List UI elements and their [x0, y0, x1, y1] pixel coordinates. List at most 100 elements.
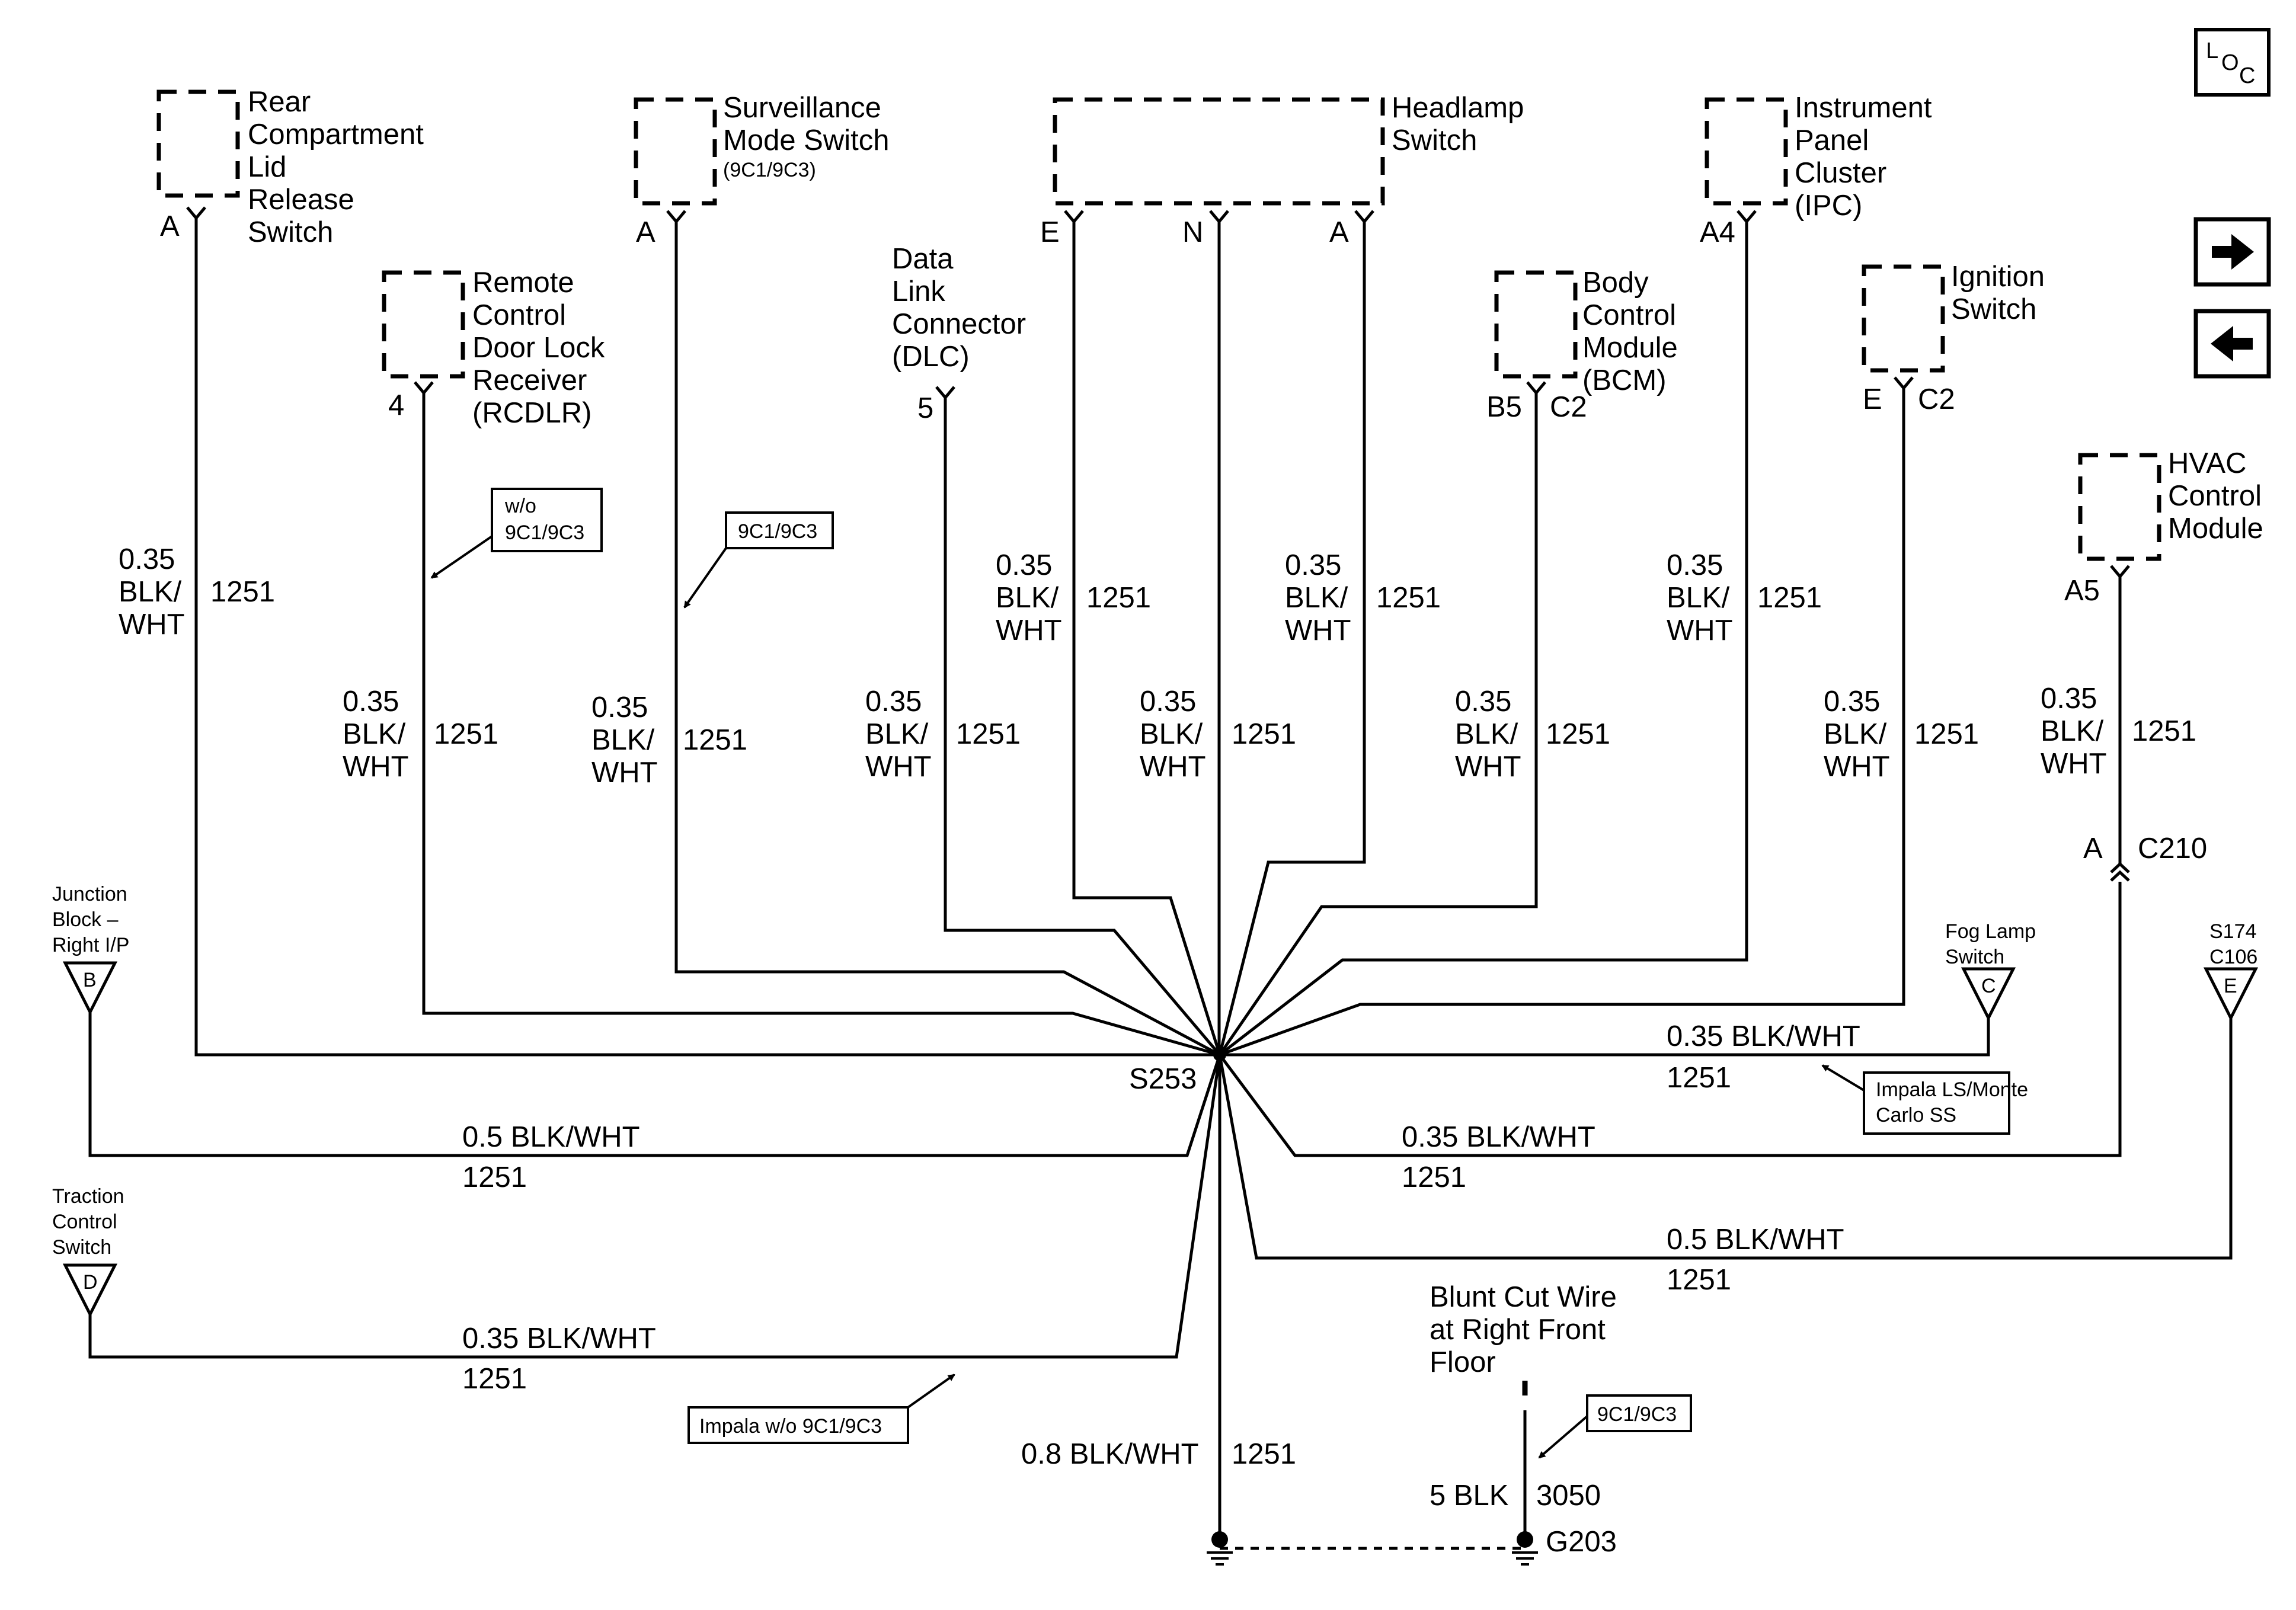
svg-text:Rear: Rear: [248, 86, 311, 118]
svg-text:Remote: Remote: [472, 267, 574, 299]
svg-text:1251: 1251: [683, 724, 747, 756]
svg-text:WHT: WHT: [591, 757, 658, 789]
pin-label: A5: [2064, 575, 2100, 607]
wire-label-ipc: 0.35 BLK/ WHT 1251: [1667, 549, 1822, 646]
connector-label: C2: [1918, 383, 1955, 415]
svg-text:1251: 1251: [434, 718, 498, 750]
svg-text:BLK/: BLK/: [591, 724, 655, 756]
svg-text:Data: Data: [892, 243, 954, 275]
svg-text:Release: Release: [248, 184, 354, 216]
svg-text:0.5 BLK/WHT: 0.5 BLK/WHT: [462, 1121, 640, 1153]
pin-label: E: [1863, 383, 1882, 415]
svg-text:B: B: [83, 969, 97, 991]
svg-text:3050: 3050: [1536, 1480, 1601, 1512]
svg-text:Floor: Floor: [1430, 1346, 1496, 1378]
svg-text:Right I/P: Right I/P: [52, 934, 129, 956]
svg-text:C106: C106: [2209, 946, 2257, 968]
svg-text:Switch: Switch: [1945, 946, 2004, 968]
svg-text:WHT: WHT: [119, 609, 185, 641]
svg-text:Surveillance: Surveillance: [723, 92, 881, 124]
svg-text:Connector: Connector: [892, 308, 1026, 340]
svg-text:9C1/9C3: 9C1/9C3: [505, 521, 584, 544]
svg-text:BLK/: BLK/: [343, 718, 406, 750]
svg-text:0.35 BLK/WHT: 0.35 BLK/WHT: [1667, 1020, 1860, 1052]
svg-text:WHT: WHT: [1824, 751, 1890, 783]
svg-text:(RCDLR): (RCDLR): [472, 397, 591, 429]
svg-text:Mode Switch: Mode Switch: [723, 124, 890, 156]
prev-page-button[interactable]: [2193, 309, 2271, 379]
arrow-left-icon: [2211, 326, 2253, 361]
headlamp-switch: Headlamp Switch E N A: [1040, 92, 1524, 248]
svg-text:L: L: [2206, 39, 2218, 63]
wire-label-ground: 0.8 BLK/WHT 1251: [1021, 1438, 1296, 1470]
svg-text:0.35: 0.35: [119, 543, 175, 575]
fog-lamp-connector: Fog Lamp Switch C: [1945, 920, 2036, 1022]
svg-text:WHT: WHT: [1455, 751, 1521, 783]
pin-label: 4: [388, 389, 404, 421]
svg-text:Switch: Switch: [248, 216, 333, 248]
svg-text:(9C1/9C3): (9C1/9C3): [723, 159, 816, 181]
svg-text:1251: 1251: [1376, 582, 1441, 614]
note-impala-ls: Impala LS/Monte Carlo SS: [1821, 1064, 2028, 1135]
arrow-right-icon: [2212, 234, 2254, 270]
svg-text:WHT: WHT: [865, 751, 932, 783]
wire-label-headlamp-a: 0.35 BLK/ WHT 1251: [1285, 549, 1441, 646]
svg-text:C210: C210: [2138, 833, 2207, 865]
instrument-panel-cluster: Instrument Panel Cluster (IPC) A4: [1700, 92, 1932, 248]
svg-text:0.35: 0.35: [1140, 686, 1196, 718]
svg-text:Receiver: Receiver: [472, 364, 587, 396]
svg-text:Carlo SS: Carlo SS: [1876, 1104, 1956, 1126]
svg-text:WHT: WHT: [1285, 614, 1351, 646]
wire-label-hvac: 0.35 BLK/ WHT 1251: [2041, 683, 2196, 780]
svg-text:Ignition: Ignition: [1951, 261, 2045, 293]
traction-control-connector: Traction Control Switch D: [52, 1185, 124, 1318]
svg-text:S174: S174: [2209, 920, 2256, 943]
svg-text:C: C: [1981, 975, 1996, 997]
wire-label-s174: 0.5 BLK/WHT 1251: [1667, 1224, 1844, 1296]
svg-text:1251: 1251: [1667, 1062, 1731, 1094]
svg-text:0.35: 0.35: [1285, 549, 1341, 581]
note-g-9c1: 9C1/9C3: [1538, 1394, 1692, 1459]
svg-text:0.5 BLK/WHT: 0.5 BLK/WHT: [1667, 1224, 1844, 1256]
svg-text:Link: Link: [892, 276, 945, 308]
svg-text:1251: 1251: [210, 576, 275, 608]
body-control-module: Body Control Module (BCM) B5 C2: [1486, 267, 1678, 423]
svg-text:Cluster: Cluster: [1795, 157, 1886, 189]
svg-text:(IPC): (IPC): [1795, 190, 1862, 222]
svg-text:Control: Control: [52, 1211, 117, 1233]
svg-text:C: C: [2239, 63, 2255, 88]
svg-text:1251: 1251: [1667, 1264, 1731, 1296]
wire-label-junction: 0.5 BLK/WHT 1251: [462, 1121, 640, 1193]
svg-text:BLK/: BLK/: [1667, 582, 1730, 614]
svg-text:WHT: WHT: [1140, 751, 1206, 783]
svg-text:BLK/: BLK/: [1140, 718, 1203, 750]
loc-icon[interactable]: L O C: [2194, 28, 2271, 97]
wire-label-hvac-horizontal: 0.35 BLK/WHT 1251: [1402, 1121, 1595, 1193]
connector-label: C2: [1550, 391, 1587, 423]
pin-label: E: [1040, 216, 1060, 248]
s174-connector: S174 C106 E: [2203, 920, 2259, 1022]
svg-text:Impala LS/Monte: Impala LS/Monte: [1876, 1078, 2028, 1101]
svg-text:1251: 1251: [1546, 718, 1610, 750]
svg-text:9C1/9C3: 9C1/9C3: [738, 520, 817, 543]
svg-text:0.35: 0.35: [1455, 686, 1511, 718]
wire-label-bcm: 0.35 BLK/ WHT 1251: [1455, 686, 1610, 783]
svg-text:D: D: [83, 1271, 98, 1294]
wire-label-ground-2: 5 BLK 3050: [1430, 1480, 1601, 1512]
svg-text:1251: 1251: [1914, 718, 1979, 750]
svg-text:w/o: w/o: [504, 495, 536, 517]
svg-text:BLK/: BLK/: [1285, 582, 1348, 614]
ignition-switch: Ignition Switch E C2: [1862, 261, 2045, 415]
svg-text:Lid: Lid: [248, 151, 286, 183]
svg-text:Block –: Block –: [52, 908, 119, 931]
hvac-control-module: HVAC Control Module A5: [2064, 447, 2263, 607]
rear-lid-release-switch: Rear Compartment Lid Release Switch A: [156, 86, 424, 248]
pin-label: N: [1182, 216, 1203, 248]
svg-text:0.35: 0.35: [2041, 683, 2097, 715]
svg-text:Traction: Traction: [52, 1185, 124, 1208]
wire-label-headlamp-e: 0.35 BLK/ WHT 1251: [996, 549, 1151, 646]
svg-text:9C1/9C3: 9C1/9C3: [1597, 1403, 1677, 1426]
next-page-button[interactable]: [2193, 217, 2271, 287]
ground-symbol: [1207, 1531, 1233, 1566]
svg-text:1251: 1251: [1757, 582, 1822, 614]
